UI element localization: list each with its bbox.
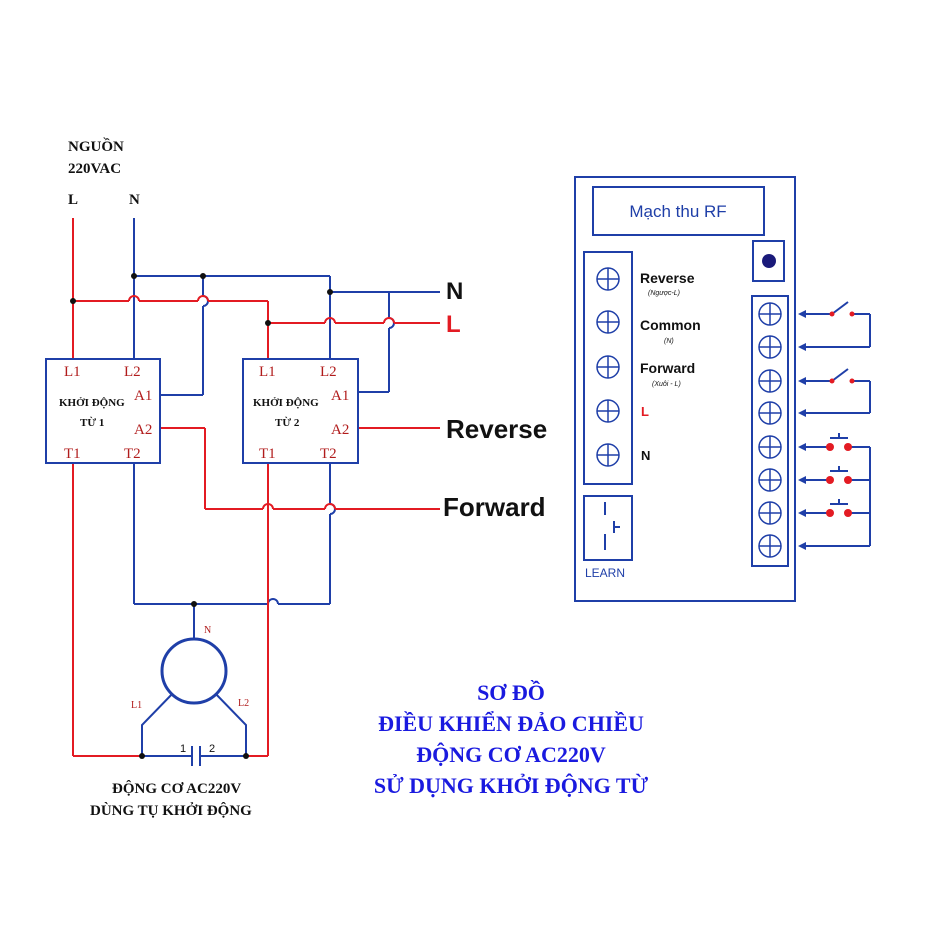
motor-caption-line2: DÙNG TỤ KHỞI ĐỘNG bbox=[90, 802, 252, 819]
external-switch-wiring bbox=[806, 301, 871, 547]
rf-terminal-reverse-sub: (Ngược-L) bbox=[648, 290, 680, 297]
live-wiring bbox=[72, 218, 440, 757]
contactor-2: L1 L2 A1 A2 T1 T2 KHỞI ĐỘNG TỪ 2 bbox=[242, 358, 359, 464]
rf-terminal-common-sub: (N) bbox=[664, 338, 674, 345]
contactor2-name-line1: KHỞI ĐỘNG bbox=[253, 396, 319, 409]
switch-contact-dots bbox=[826, 311, 855, 517]
rf-left-screws bbox=[596, 267, 620, 467]
title-line3: ĐỘNG CƠ AC220V bbox=[416, 742, 606, 767]
title-block: SƠ ĐỒ ĐIỀU KHIỂN ĐẢO CHIỀU ĐỘNG CƠ AC220… bbox=[374, 680, 649, 798]
power-l-label: L bbox=[68, 192, 78, 208]
power-heading-line2: 220VAC bbox=[68, 161, 121, 177]
contactor1-pin-t2: T2 bbox=[124, 446, 141, 462]
learn-button[interactable] bbox=[583, 495, 633, 561]
title-line1: SƠ ĐỒ bbox=[477, 680, 545, 705]
contactor2-pin-a2: A2 bbox=[331, 422, 349, 438]
bus-label-n: N bbox=[446, 278, 463, 305]
motor-l1-label: L1 bbox=[131, 700, 142, 711]
junction-dots bbox=[70, 273, 333, 759]
rf-terminal-l-label: L bbox=[641, 404, 649, 419]
contactor2-pin-t2: T2 bbox=[320, 446, 337, 462]
bus-label-reverse: Reverse bbox=[446, 414, 547, 444]
rf-led-icon bbox=[762, 254, 776, 268]
contactor1-pin-l1: L1 bbox=[64, 364, 81, 380]
bus-label-l: L bbox=[446, 311, 461, 338]
contactor2-pin-l1: L1 bbox=[259, 364, 276, 380]
contactor1-pin-a2: A2 bbox=[134, 422, 152, 438]
contactor1-name-line2: TỪ 1 bbox=[80, 417, 104, 429]
motor-n-label: N bbox=[204, 625, 211, 636]
rf-terminal-n-label: N bbox=[641, 448, 650, 463]
power-heading-line1: NGUỒN bbox=[68, 137, 124, 155]
rf-module: Mạch thu RF Reverse (Ngược-L) Common (N)… bbox=[574, 176, 796, 602]
contactor2-pin-a1: A1 bbox=[331, 388, 349, 404]
capacitor-pin1: 1 bbox=[180, 743, 186, 755]
motor: N L1 L2 1 2 ĐỘNG CƠ AC220V DÙNG TỤ KHỞI … bbox=[90, 625, 252, 819]
motor-caption-line1: ĐỘNG CƠ AC220V bbox=[112, 780, 241, 797]
rf-terminal-forward-sub: (Xuôi - L) bbox=[652, 381, 681, 388]
contactor2-name-line2: TỪ 2 bbox=[275, 417, 300, 429]
learn-switch-icon bbox=[604, 502, 620, 550]
capacitor-pin2: 2 bbox=[209, 743, 215, 755]
motor-l2-label: L2 bbox=[238, 698, 249, 709]
contactor1-pin-a1: A1 bbox=[134, 388, 152, 404]
motor-symbol bbox=[160, 637, 228, 705]
contactor2-pin-l2: L2 bbox=[320, 364, 337, 380]
contactor-1: L1 L2 A1 A2 T1 T2 KHỞI ĐỘNG TỪ 1 bbox=[45, 358, 161, 464]
rf-terminal-reverse-label: Reverse bbox=[640, 270, 695, 286]
rf-title: Mạch thu RF bbox=[629, 202, 726, 221]
contactor1-name-line1: KHỞI ĐỘNG bbox=[59, 396, 125, 409]
learn-label: LEARN bbox=[585, 566, 625, 580]
rf-led-housing bbox=[752, 240, 785, 282]
rf-right-screws bbox=[758, 302, 782, 558]
rf-title-box bbox=[592, 186, 765, 236]
rf-terminal-common-label: Common bbox=[640, 317, 701, 333]
title-line4: SỬ DỤNG KHỞI ĐỘNG TỪ bbox=[374, 773, 649, 798]
contactor1-pin-l2: L2 bbox=[124, 364, 141, 380]
external-switch-arrows bbox=[798, 310, 806, 550]
neutral-wiring bbox=[133, 218, 440, 757]
contactor2-pin-t1: T1 bbox=[259, 446, 276, 462]
bus-label-forward: Forward bbox=[443, 492, 546, 522]
title-line2: ĐIỀU KHIỂN ĐẢO CHIỀU bbox=[378, 711, 644, 736]
capacitor-symbol bbox=[191, 746, 201, 766]
contactor1-pin-t1: T1 bbox=[64, 446, 81, 462]
power-n-label: N bbox=[129, 192, 140, 208]
rf-terminal-forward-label: Forward bbox=[640, 360, 695, 376]
